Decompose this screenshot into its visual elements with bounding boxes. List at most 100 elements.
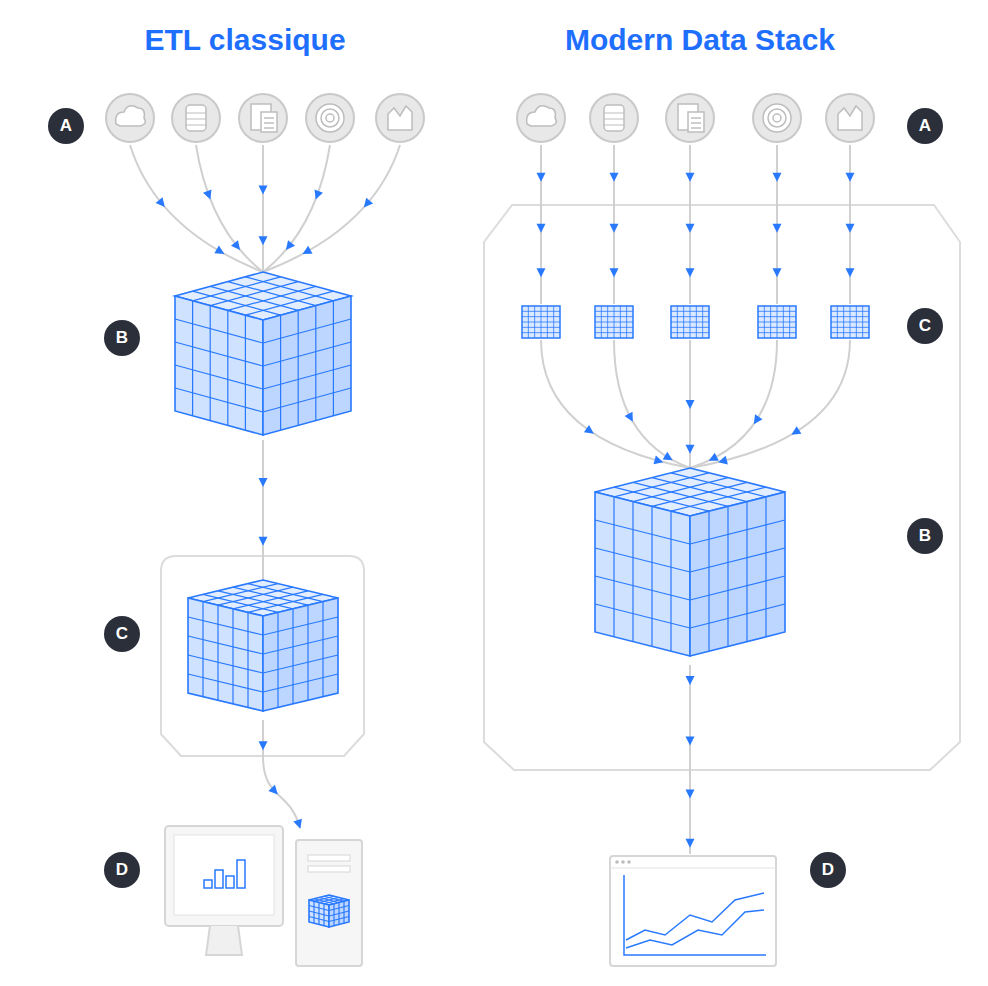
arrowhead (610, 173, 619, 182)
flow-line (689, 665, 691, 854)
table-col (607, 306, 608, 338)
cube-grid (263, 617, 338, 635)
callout-letter: C (907, 308, 943, 344)
arrowhead (686, 224, 695, 233)
arrowhead (663, 452, 675, 464)
cube-grid (217, 605, 218, 700)
cube-face (690, 492, 785, 656)
cube-grid (233, 591, 308, 609)
arrowhead (311, 190, 323, 202)
report-computer (165, 826, 362, 966)
table-col (856, 306, 857, 338)
icon-disc (106, 94, 154, 142)
cube-grid (202, 602, 203, 697)
arrowhead (773, 173, 782, 182)
arrowhead (300, 246, 312, 258)
cube-grid (690, 604, 785, 628)
cube-grid (218, 587, 293, 605)
cube-grid (343, 901, 344, 923)
document-line (264, 123, 274, 124)
arrowhead (625, 412, 637, 424)
callout-letter: A (48, 108, 84, 144)
cube-grid (319, 898, 339, 903)
cube-grid (203, 584, 278, 602)
arrowhead (268, 785, 281, 798)
arrowhead (259, 478, 268, 487)
cube-grid (595, 520, 690, 544)
cube-grid (175, 342, 263, 366)
table-frame (671, 306, 709, 338)
cube-grid (690, 520, 785, 544)
table-col (677, 306, 678, 338)
arrowhead (686, 268, 695, 277)
table-col (626, 306, 627, 338)
flow-line (196, 145, 263, 272)
cube-grid (333, 301, 334, 416)
cube-grid (210, 286, 298, 310)
cube-face (309, 900, 329, 927)
database-glyph (186, 105, 206, 131)
cube-grid (232, 609, 233, 704)
table-frame (595, 306, 633, 338)
cube-grid (614, 473, 709, 497)
table-col (690, 306, 691, 338)
icon-disc (517, 94, 565, 142)
cube-grid (188, 655, 263, 673)
cube-grid (263, 365, 351, 389)
arrowhead (360, 198, 373, 211)
target-ring (773, 114, 781, 122)
arrowhead (686, 173, 695, 182)
arrowhead (259, 185, 268, 194)
cube-grid (210, 282, 298, 306)
cube-grid (307, 605, 308, 700)
table-col (620, 306, 621, 338)
database-ring (604, 125, 624, 126)
icon-disc (239, 94, 287, 142)
window-bar (610, 868, 776, 869)
table-col (770, 306, 771, 338)
arrowhead (717, 456, 728, 467)
cube-face (595, 492, 690, 656)
cube-grid (315, 306, 316, 421)
table-col (614, 306, 615, 338)
callout-letter: B (104, 320, 140, 356)
cube-grid (228, 282, 316, 306)
table-col (601, 306, 602, 338)
callout-letter: D (104, 852, 140, 888)
arrowhead (584, 425, 597, 438)
flow-line (263, 756, 300, 828)
cube-grid (322, 602, 323, 697)
arrowhead (653, 455, 664, 466)
table-col (683, 306, 684, 338)
database-ring (604, 113, 624, 114)
cube-grid (263, 655, 338, 673)
cube-grid (613, 497, 614, 637)
cube-grid (247, 612, 248, 707)
arrowhead (610, 268, 619, 277)
arrowheads (156, 173, 855, 848)
staging-table (522, 306, 560, 338)
cube-grid (218, 591, 293, 609)
cube-grid (292, 609, 293, 704)
monitor-screen (174, 835, 274, 915)
cube-grid (277, 612, 278, 707)
target-ring (321, 109, 339, 127)
arrowhead (789, 426, 801, 438)
cube-grid (248, 584, 323, 602)
source-icon (172, 94, 220, 142)
cube-grid (309, 917, 329, 922)
document-glyph (261, 112, 277, 132)
source-icon (666, 94, 714, 142)
table-frame (522, 306, 560, 338)
table-col (783, 306, 784, 338)
cube-grid (263, 319, 351, 343)
table-col (850, 306, 851, 338)
monitor-stand (206, 926, 242, 955)
arrowhead (259, 537, 268, 546)
cube-grid (263, 674, 338, 692)
target-ring (326, 114, 334, 122)
cube-grid (323, 904, 324, 926)
icon-disc (826, 94, 874, 142)
icon-disc (666, 94, 714, 142)
